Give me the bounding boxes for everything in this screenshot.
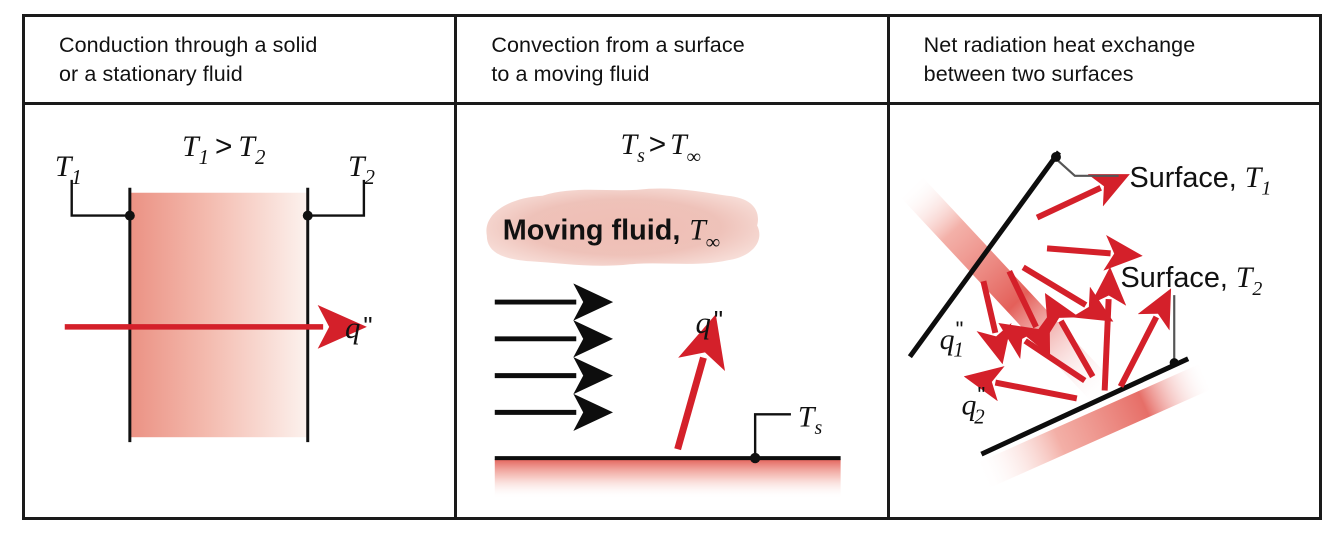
column-header-radiation: Net radiation heat exchange between two …	[889, 17, 1319, 105]
heat-flux-label: q"	[696, 306, 724, 340]
column-body-convection: Ts>T∞ Moving fluid,T∞ q"	[457, 105, 886, 517]
moving-fluid-blob	[486, 188, 760, 266]
column-conduction: Conduction through a solid or a stationa…	[25, 17, 458, 517]
radiation-arrow	[976, 280, 1012, 365]
temperature-relation-label: Ts>T∞	[621, 128, 701, 168]
column-header-convection: Convection from a surface to a moving fl…	[457, 17, 887, 105]
radiation-arrow	[1035, 174, 1130, 221]
lower-surface	[974, 356, 1213, 490]
column-body-conduction: T1>T2 T1 T2 q"	[25, 105, 454, 517]
radiation-arrow	[1006, 269, 1050, 356]
t1-leader-line	[70, 179, 130, 217]
header-line-2: between two surfaces	[923, 61, 1134, 86]
radiation-arrows-from-surface-1	[976, 174, 1143, 365]
surface-glow	[495, 459, 841, 499]
header-line-2: or a stationary fluid	[59, 61, 243, 86]
column-convection: Convection from a surface to a moving fl…	[457, 17, 890, 517]
lower-surface-glow	[974, 363, 1213, 490]
t2-anchor-dot	[302, 210, 313, 221]
radiation-arrow	[1046, 235, 1143, 271]
surface-1-leader-line	[1053, 157, 1119, 177]
t2-leader-line	[308, 179, 366, 217]
header-line-1: Conduction through a solid	[59, 32, 318, 57]
convection-diagram: Ts>T∞ Moving fluid,T∞ q"	[486, 128, 841, 499]
heat-flux-arrow	[674, 314, 726, 451]
header-line-1: Net radiation heat exchange	[923, 32, 1196, 57]
ts-leader-line	[754, 413, 792, 459]
conduction-diagram: T1>T2 T1 T2 q"	[55, 130, 375, 443]
ts-anchor-dot	[750, 452, 761, 464]
surface-1-anchor-dot	[1050, 151, 1061, 162]
upper-surface-line	[907, 150, 1061, 359]
heat-transfer-modes-figure: Conduction through a solid or a stationa…	[22, 14, 1322, 520]
flux-2-label: q"2	[961, 382, 985, 428]
radiation-diagram: q"1 q"2 Surface,T1 Surface,T2	[898, 150, 1271, 490]
radiation-arrows-from-surface-2	[963, 266, 1171, 402]
surface-1-label: Surface,T1	[1129, 161, 1271, 200]
heat-flux-label: q"	[345, 311, 373, 345]
solid-slab	[129, 192, 309, 438]
radiation-arrow	[1090, 266, 1126, 391]
radiation-arrow	[1117, 288, 1171, 388]
column-radiation: Net radiation heat exchange between two …	[889, 17, 1319, 517]
column-header-conduction: Conduction through a solid or a stationa…	[25, 17, 455, 105]
flow-arrow-group	[495, 283, 614, 432]
t2-label: T2	[348, 150, 375, 189]
t1-anchor-dot	[124, 210, 135, 221]
upper-surface-glow	[898, 174, 1117, 407]
upper-surface	[898, 150, 1117, 407]
temperature-relation-label: T1>T2	[182, 130, 265, 169]
radiation-arrow	[1044, 292, 1095, 379]
flux-1-label: q"1	[939, 317, 963, 362]
radiation-arrow	[963, 366, 1078, 402]
ts-label: Ts	[798, 400, 823, 439]
t1-label: T1	[55, 150, 82, 189]
moving-fluid-label: Moving fluid,T∞	[503, 213, 720, 253]
header-line-1: Convection from a surface	[491, 32, 745, 57]
header-line-2: to a moving fluid	[491, 61, 650, 86]
surface-2-label: Surface,T2	[1120, 261, 1262, 300]
lower-surface-line	[980, 356, 1189, 457]
surface-2-anchor-dot	[1169, 358, 1179, 368]
radiation-arrow	[998, 322, 1087, 384]
column-body-radiation: q"1 q"2 Surface,T1 Surface,T2	[890, 105, 1319, 517]
